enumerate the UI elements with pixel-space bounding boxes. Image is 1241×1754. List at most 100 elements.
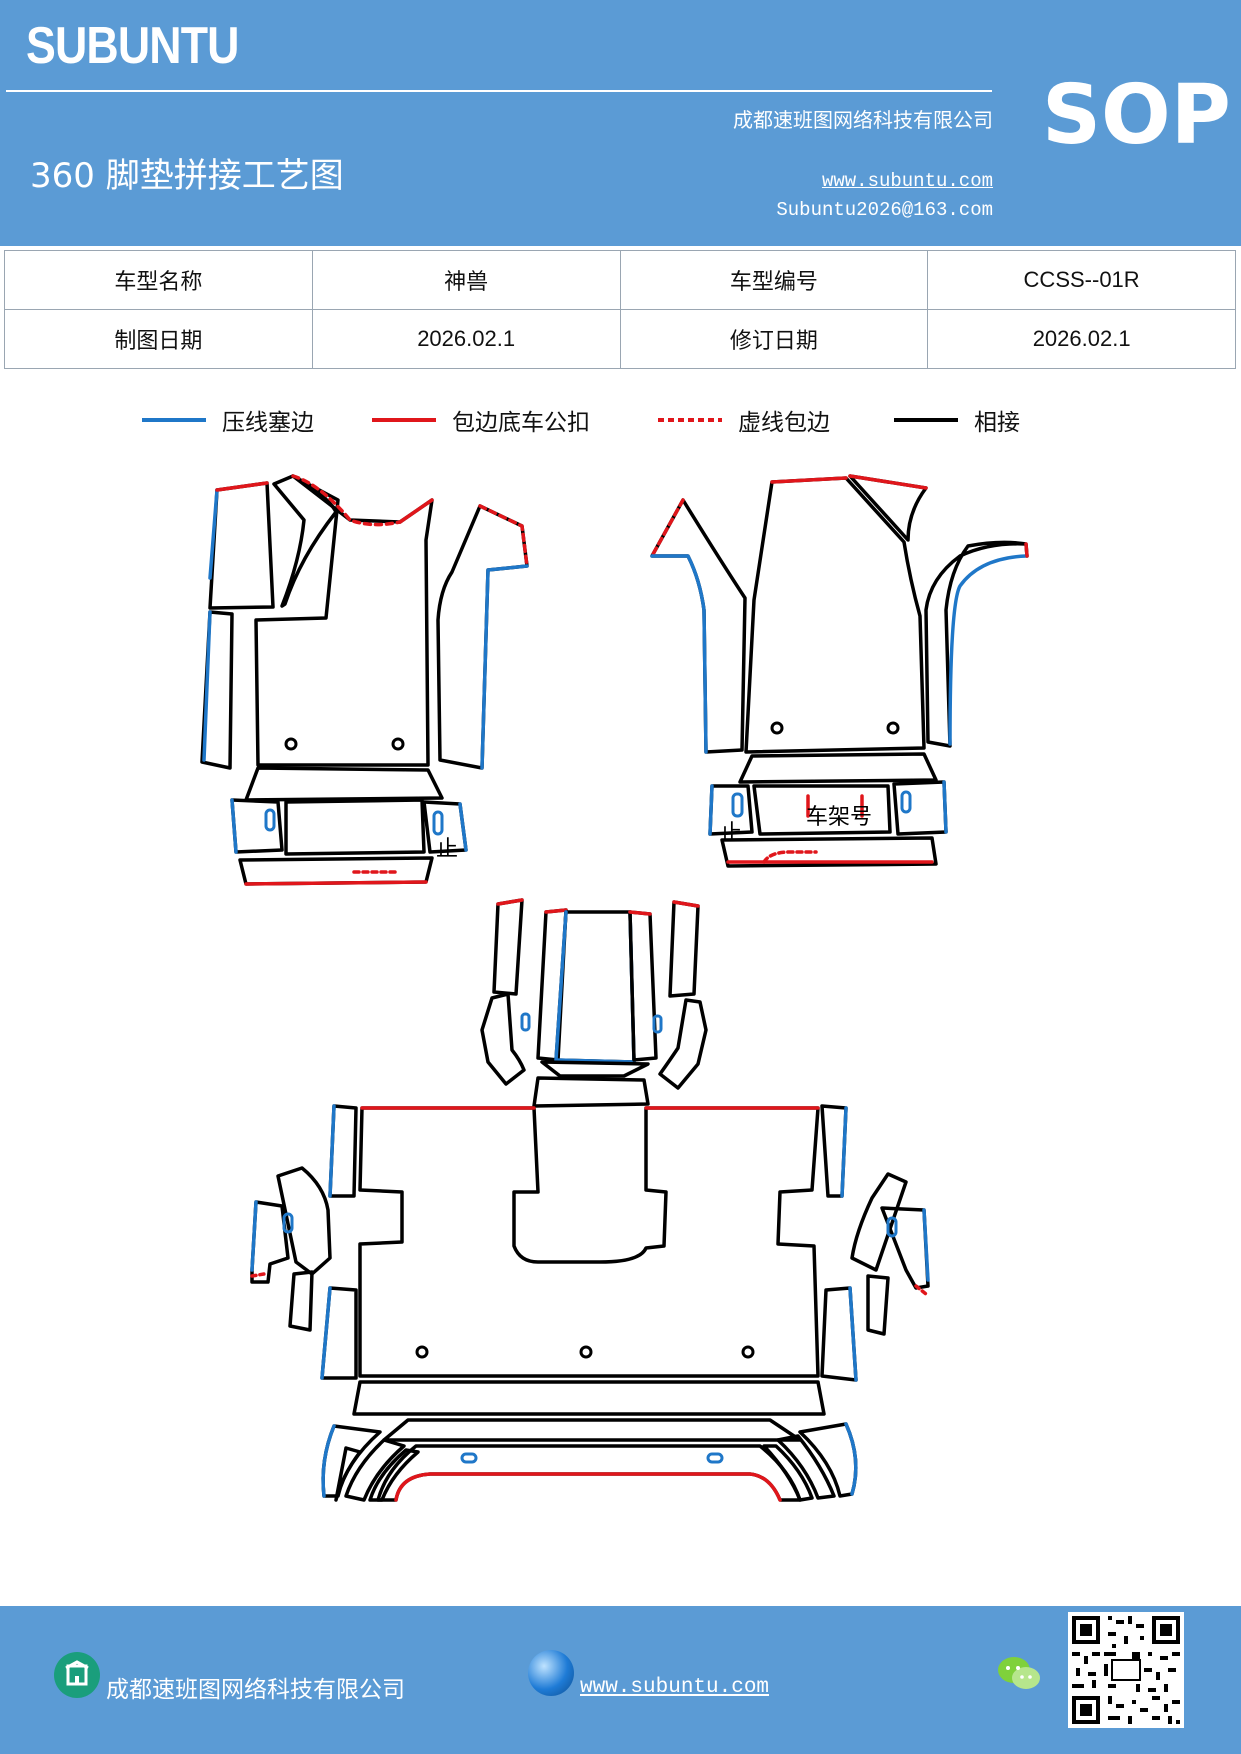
edge-bound [628, 910, 652, 916]
mat-slot [652, 1014, 663, 1034]
footer-website-link[interactable]: www.subuntu.com [580, 1676, 770, 1699]
mat-slot [460, 1452, 478, 1464]
mat-piece [492, 898, 524, 996]
info-table: 车型名称 神兽 车型编号 CCSS--01R 制图日期 2026.02.1 修订… [4, 250, 1236, 369]
mat-piece [850, 1172, 908, 1272]
edge-pressed [480, 564, 529, 770]
mat-piece [924, 540, 1029, 748]
mat-piece [358, 1106, 820, 1378]
model-name-label: 车型名称 [4, 250, 313, 310]
edge-bound [394, 1472, 782, 1502]
wechat-icon[interactable] [996, 1654, 1042, 1694]
mat-piece [776, 1434, 836, 1500]
edge-bound [848, 474, 928, 490]
mat-piece [288, 1270, 314, 1332]
mat-slot [282, 1212, 294, 1234]
edge-bound [544, 908, 568, 914]
edge-pressed [650, 554, 708, 754]
mat-hole [284, 737, 298, 751]
mat-piece [720, 836, 938, 868]
mat-piece [540, 1060, 650, 1078]
mat-piece [272, 474, 338, 608]
mat-piece [628, 910, 658, 1062]
legend-label: 压线塞边 [222, 410, 314, 436]
edge-bound [496, 898, 524, 906]
edge-pressed [328, 1104, 336, 1198]
edge-pressed [708, 784, 714, 836]
mat-slot [731, 792, 744, 818]
edge-pressed [250, 1200, 258, 1272]
edge-bound [672, 900, 700, 908]
mat-hole [770, 721, 784, 735]
header-divider [6, 90, 992, 92]
mat-piece [650, 498, 747, 754]
edge-pressed [844, 1422, 858, 1496]
edge-bound [1024, 542, 1029, 558]
legend-label: 包边底车公扣 [452, 410, 590, 436]
edge-pressed [848, 1286, 858, 1382]
mat-hole [391, 737, 405, 751]
mat-piece [880, 1206, 930, 1290]
mat-slot [900, 790, 912, 814]
mat-slot [520, 1012, 531, 1032]
email-address[interactable]: Subuntu2026@163.com [776, 199, 993, 221]
website-link[interactable]: www.subuntu.com [821, 170, 993, 192]
mat-piece [276, 1166, 332, 1276]
left-front-mat-group: 止 [200, 474, 529, 886]
edge-dotted [762, 850, 818, 864]
mat-hole [415, 1345, 429, 1359]
company-name: 成都速班图网络科技有限公司 [733, 108, 993, 132]
legend: 压线塞边 包边底车公扣 虚线包边 相接 [0, 400, 1241, 440]
mat-slot [886, 1216, 898, 1238]
mat-piece [238, 856, 434, 886]
page-title: 360 脚垫拼接工艺图 [30, 156, 344, 196]
edge-pressed [948, 554, 1028, 746]
edge-bound [215, 481, 269, 492]
building-icon [54, 1652, 100, 1698]
edge-dotted [650, 498, 685, 558]
qr-code[interactable] [1068, 1612, 1184, 1728]
mat-hole [579, 1345, 593, 1359]
mat-piece [284, 798, 426, 856]
legend-swatch [658, 418, 722, 422]
mat-piece [752, 784, 892, 836]
footer-banner: 成都速班图网络科技有限公司 www.subuntu.com [0, 1606, 1241, 1754]
edge-pressed [840, 1106, 848, 1198]
legend-swatch [372, 418, 436, 422]
mat-piece [480, 992, 526, 1086]
footer-company-name: 成都速班图网络科技有限公司 [106, 1677, 405, 1703]
edge-dotted [478, 504, 529, 568]
edge-dotted [291, 474, 402, 527]
mat-piece [334, 1446, 362, 1502]
mat-piece [738, 752, 938, 784]
legend-swatch [894, 418, 958, 422]
draw-date-label: 制图日期 [4, 309, 313, 369]
mat-piece [344, 1438, 406, 1502]
mat-piece [208, 481, 275, 610]
table-row: 车型名称 神兽 车型编号 CCSS--01R [4, 250, 1236, 310]
model-name-value: 神兽 [311, 250, 621, 310]
legend-item-dotted-binding: 虚线包边 [658, 400, 830, 440]
edge-pressed [554, 910, 636, 1064]
mat-piece [382, 1418, 802, 1442]
mat-piece [668, 900, 700, 998]
frame-number-label: 车架号 [806, 805, 872, 830]
mat-hole [886, 721, 900, 735]
legend-item-edge-binding: 包边底车公扣 [372, 400, 590, 440]
edge-pressed [230, 798, 238, 854]
header-banner: SUBUNTU 成都速班图网络科技有限公司 360 脚垫拼接工艺图 www.su… [0, 0, 1241, 246]
model-code-label: 车型编号 [619, 250, 929, 310]
mat-piece [554, 910, 636, 1064]
edge-pressed [942, 780, 948, 834]
mat-piece [866, 1274, 890, 1336]
edge-bound [244, 880, 428, 886]
mat-slot [706, 1452, 724, 1464]
edge-dotted [914, 1284, 928, 1296]
edge-pressed [458, 802, 468, 852]
brand-logo: SUBUNTU [26, 17, 239, 75]
draw-date-value: 2026.02.1 [311, 309, 621, 369]
edge-pressed [321, 1424, 336, 1498]
mat-piece [658, 998, 708, 1090]
mat-piece [744, 476, 926, 754]
table-row: 制图日期 2026.02.1 修订日期 2026.02.1 [4, 309, 1236, 369]
